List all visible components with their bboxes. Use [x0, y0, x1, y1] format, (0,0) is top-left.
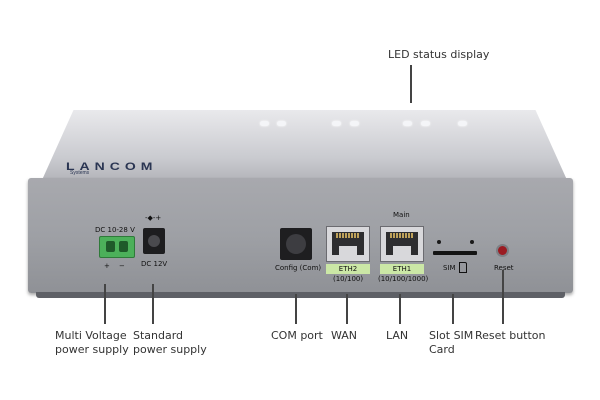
main-label: Main [393, 211, 410, 219]
led-indicator [332, 121, 341, 126]
sim-led [470, 240, 474, 244]
dc-jack-hole [148, 235, 160, 247]
dc-12v-label: DC 12V [141, 260, 168, 268]
device-base [36, 292, 565, 298]
brand-logo-sub: Systems [70, 170, 90, 176]
com-port-callout: COM port [271, 329, 323, 342]
reset-line [502, 270, 504, 324]
terminal-screw [119, 241, 128, 252]
sim-led [437, 240, 441, 244]
sim-label: SIM [443, 264, 456, 272]
lan-line [399, 294, 401, 324]
led-indicator [403, 121, 412, 126]
minus-label: − [119, 262, 125, 270]
slot-sim-callout-line2: Card [429, 343, 455, 356]
config-label: Config (Com) [275, 264, 322, 272]
sim-card-icon [459, 262, 467, 273]
slot-sim-callout: Slot SIM Card [429, 329, 473, 357]
device-top-surface [42, 110, 567, 180]
led-indicator [458, 121, 467, 126]
polarity-symbol: -◆-+ [145, 214, 162, 222]
eth2-pins [336, 233, 360, 238]
multi-voltage-callout-line1: Multi Voltage [55, 329, 127, 342]
standard-power-callout: Standard power supply [133, 329, 207, 357]
multi-voltage-line [104, 284, 106, 324]
standard-power-callout-line1: Standard [133, 329, 184, 342]
terminal-screw [106, 241, 115, 252]
terminal-block [99, 236, 135, 258]
dc-range-label: DC 10-28 V [95, 226, 135, 234]
led-indicator [260, 121, 269, 126]
standard-power-callout-line2: power supply [133, 343, 207, 356]
led-indicator [421, 121, 430, 126]
plus-label: + [104, 262, 110, 270]
com-port[interactable] [280, 228, 312, 260]
com-port-line [295, 294, 297, 324]
eth1-pins [390, 233, 414, 238]
led-status-line [410, 65, 412, 103]
standard-power-line [152, 284, 154, 324]
brand-logo: LANCOM [66, 159, 158, 173]
led-status-callout: LED status display [388, 48, 490, 61]
com-port-socket [286, 234, 306, 254]
led-indicator [350, 121, 359, 126]
lan-callout: LAN [386, 329, 409, 342]
eth1-tab [393, 246, 411, 255]
dc-jack [143, 228, 165, 254]
eth1-label: ETH1 [380, 264, 424, 274]
slot-sim-callout-line1: Slot SIM [429, 329, 474, 342]
sim-slot[interactable] [433, 251, 477, 255]
wan-callout: WAN [331, 329, 358, 342]
wan-line [346, 294, 348, 324]
reset-button[interactable] [498, 246, 507, 255]
multi-voltage-callout: Multi Voltage power supply [55, 329, 129, 357]
eth2-label: ETH2 [326, 264, 370, 274]
eth2-tab [339, 246, 357, 255]
led-indicator [277, 121, 286, 126]
sim-line [452, 294, 454, 324]
reset-callout: Reset button [475, 329, 546, 342]
reset-label: Reset [494, 264, 514, 272]
eth1-port[interactable] [380, 226, 424, 262]
eth2-speed: (10/100) [333, 275, 364, 283]
eth2-port[interactable] [326, 226, 370, 262]
multi-voltage-callout-line2: power supply [55, 343, 129, 356]
eth1-speed: (10/100/1000) [378, 275, 429, 283]
